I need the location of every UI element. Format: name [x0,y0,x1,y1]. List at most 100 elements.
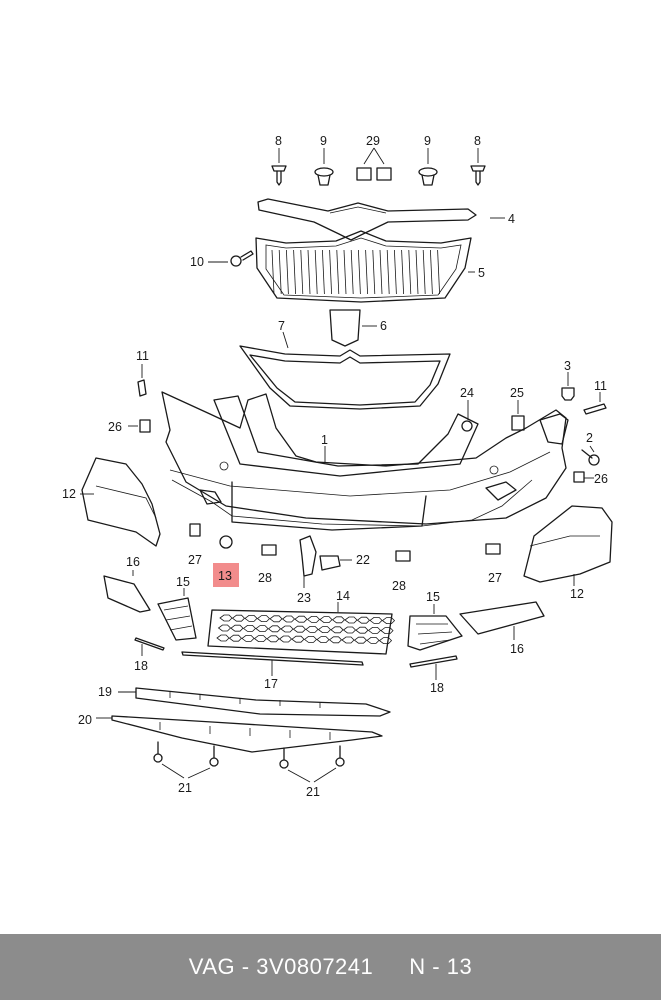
grille-cell [266,635,280,643]
grille-bar [358,249,361,295]
callout-7: 7 [278,319,285,333]
trim-piece-part-11-left [137,364,147,397]
callout-11-right: 11 [594,379,607,393]
grille-frame-part-7 [239,331,451,410]
grille-cell [281,615,296,623]
grille-bar [437,249,440,295]
grille-cell [280,625,294,633]
grille-bar [408,249,412,295]
grille-cell [242,625,257,632]
grille-bar [293,249,296,295]
radiator-grille-part-5 [255,230,475,303]
grille-bar [322,249,325,295]
callout-1: 1 [321,433,328,447]
callout-4: 4 [508,212,515,226]
grille-cell [366,637,380,644]
grille-cell [319,616,333,623]
grille-bar [314,249,318,295]
callout-21-right: 21 [306,785,320,799]
callout-15-right: 15 [426,590,440,604]
callout-labels: 8 9 29 9 8 4 10 5 6 7 11 1 3 11 24 25 2 … [62,134,608,799]
callout-27-right: 27 [488,571,502,585]
clip-part-26-left [128,419,151,433]
fog-trim-part-16-right [459,601,545,640]
grille-bar [415,249,419,295]
callout-15-left: 15 [176,575,190,589]
grille-cell [355,626,369,634]
callout-24: 24 [460,386,474,400]
clip-part-27-right [485,543,501,555]
callout-16-right: 16 [510,642,524,656]
grille-cell [269,615,283,623]
grille-cell [255,625,269,632]
fog-trim-part-16-left [103,570,151,613]
grille-bar [271,249,275,295]
clip-part-28-left [261,544,277,556]
callout-28-left: 28 [258,571,272,585]
sensor-holder-part-23 [299,535,317,588]
grille-cell [253,635,268,642]
screw-part-2 [581,445,600,466]
callout-14: 14 [336,589,350,603]
clip-part-13 [219,535,233,549]
sensor-part-22 [319,555,352,571]
bumper-cover-part-1 [161,391,569,531]
grille-bar [422,249,426,295]
air-guide-part-12-right [523,505,613,586]
callout-26-right: 26 [594,472,608,486]
grille-bar [386,249,390,295]
callout-25: 25 [510,386,524,400]
grille-bar [430,249,433,295]
callout-12-right: 12 [570,587,584,601]
callout-20: 20 [78,713,92,727]
grille-cell [228,634,243,642]
fog-grille-part-15-right [407,604,463,651]
clip-part-27-left [189,523,201,537]
callout-6: 6 [380,319,387,333]
grille-cell [317,626,332,633]
callout-11-left: 11 [136,349,149,363]
trim-strip-part-17 [181,651,364,676]
callout-23: 23 [297,591,311,605]
grille-cell [244,615,258,622]
part-number-footer: VAG - 3V0807241 N - 13 [0,934,661,1000]
callout-3: 3 [564,359,571,373]
fog-grille-part-15-left [157,588,197,641]
callout-26-left: 26 [108,420,122,434]
screws-part-21-left [153,741,219,779]
screw-part-24 [461,400,473,432]
grille-cell [344,616,358,624]
callout-21-left: 21 [178,781,192,795]
grille-cell [305,626,319,633]
grille-cell [306,616,321,623]
footer-separator: - [241,954,250,979]
grille-cell [356,616,371,624]
upper-trim-part-4 [257,198,505,241]
grille-cell [291,635,305,643]
footer-part-number: 3V0807241 [256,954,374,979]
callout-18-left: 18 [134,659,148,673]
screw-part-10 [208,250,254,267]
grille-cell [230,624,244,632]
grille-cell [267,625,282,633]
emblem-holder-part-6 [329,309,377,347]
lower-grille-part-14 [207,602,396,655]
highlight-box [213,563,239,587]
callout-22: 22 [356,553,370,567]
clip-part-3 [561,372,575,401]
grille-bar [329,249,332,295]
grille-bar [350,249,354,295]
callout-5: 5 [478,266,485,280]
spoiler-part-19 [118,687,391,717]
screw-part-8-right [470,148,486,186]
screws-part-21-right [279,745,345,783]
grille-cell [342,626,357,634]
clip-part-26-right [573,471,594,483]
grille-cell [316,636,330,643]
grille-bar [394,249,397,295]
grille-cell [216,634,230,642]
callout-18-right: 18 [430,681,444,695]
grille-cell [217,624,232,632]
grille-bar [307,249,311,295]
clip-part-9-left [314,148,334,186]
